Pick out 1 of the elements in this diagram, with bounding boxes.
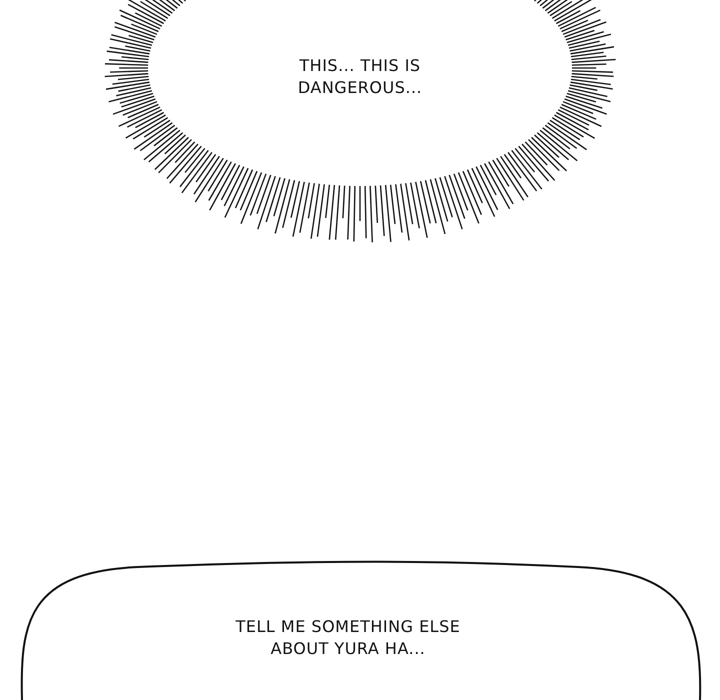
speech-text: THIS... THIS IS DANGEROUS... xyxy=(296,55,424,99)
